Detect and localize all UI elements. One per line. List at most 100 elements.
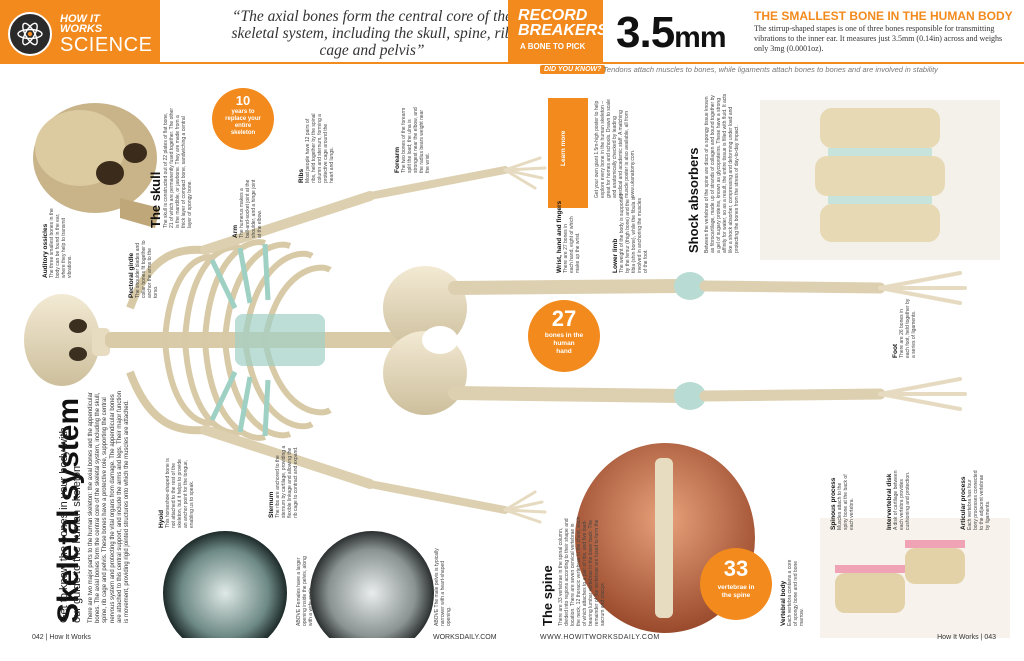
ribs-title: Ribs xyxy=(298,168,305,183)
learn-more-title: Learn more xyxy=(560,130,567,166)
learn-more-text: Get your own giant 1.5m-high poster to h… xyxy=(594,99,636,198)
intro-text: There are two major parts to the human s… xyxy=(88,390,131,623)
badge-10-line4: skeleton xyxy=(230,130,256,136)
vertebral-body-text: Each vertebra contains a core of spongy … xyxy=(787,559,805,626)
sternum xyxy=(235,314,325,366)
record-subtitle: A BONE TO PICK xyxy=(520,42,586,51)
skull-text: The skull is constructed out of 22 plate… xyxy=(163,108,193,228)
auditory-callout: Auditory ossicles The three smallest bon… xyxy=(42,203,73,278)
skeleton-spread: Skeletal system Get to know the bones in… xyxy=(0,78,1024,638)
article-subtitle-line1: Get to know the bones in your body with xyxy=(58,427,70,623)
female-pelvis-xray xyxy=(163,531,287,638)
magazine-logo: HOW IT WORKS xyxy=(60,13,103,35)
xray-female-caption-wrap: ABOVE Females have a larger opening insi… xyxy=(296,546,314,626)
lower-limb-callout: Lower limb The weight of the body is sup… xyxy=(612,193,649,273)
hyoid-title: Hyoid xyxy=(158,509,165,528)
disc-title: Intervertebral disk xyxy=(886,473,893,530)
pelvis xyxy=(383,266,467,415)
badge-33-number: 33 xyxy=(723,556,749,581)
page-header: HOW IT WORKS SCIENCE “The axial bones fo… xyxy=(0,0,1024,74)
article-subtitle-line2: our guide to the human skeleton xyxy=(71,465,83,623)
costal-cartilage xyxy=(209,243,271,437)
skeleton-skull xyxy=(24,294,110,386)
shock-callout-title: Shock absorbers xyxy=(686,148,701,254)
lower-limb-title: Lower limb xyxy=(612,238,619,273)
record-breakers-box: RECORD BREAKERS A BONE TO PICK xyxy=(508,0,608,62)
did-you-know-bar: DID YOU KNOW? Tendons attach muscles to … xyxy=(510,64,1024,78)
knees xyxy=(674,272,706,410)
articular-callout: Articular process Each vertebra has four… xyxy=(960,470,991,530)
footer-url-left: WORKSDAILY.COM xyxy=(433,634,497,641)
disc-text: A disk of cartilage between each vertebr… xyxy=(893,470,911,530)
record-figure: 3.5mm xyxy=(616,8,727,58)
articular-title: Articular process xyxy=(960,476,967,530)
rib-cage xyxy=(162,239,332,441)
wrist-text: There are 27 bones in each hand, eight o… xyxy=(563,216,581,273)
learn-more-title-wrap: Learn more xyxy=(560,131,567,166)
disc-callout: Intervertebral disk A disk of cartilage … xyxy=(886,470,911,530)
forearm-text: The two bones of the forearm split the l… xyxy=(401,107,431,173)
arm-callout: Arm The humerus makes a ball-and-socket … xyxy=(232,178,263,238)
badge-27-number: 27 xyxy=(551,306,577,331)
spine-callout: There are 33 vertebrae in the spinal col… xyxy=(558,516,606,626)
shock-callout: Between the vertebrae of the spine are d… xyxy=(704,93,740,253)
badge-10-line1: years to xyxy=(231,109,255,115)
arm-title: Arm xyxy=(232,224,239,238)
badge-33-line2: the spine xyxy=(721,592,751,599)
badge-33-vertebrae: 33 vertebrae in the spine xyxy=(700,548,772,620)
record-unit: mm xyxy=(674,21,726,54)
badge-27-line2: human xyxy=(553,340,575,347)
forearm-title: Forearm xyxy=(394,146,401,173)
did-you-know-text: Tendons attach muscles to bones, while l… xyxy=(603,65,938,74)
badge-10-line3: entire xyxy=(234,123,252,129)
fact-text: The stirrup-shaped stapes is one of thre… xyxy=(754,24,1003,53)
spine-text: There are 33 vertebrae in the spinal col… xyxy=(558,516,606,626)
lower-limb-text: The weight of the body is supported by t… xyxy=(619,193,649,273)
pectoral-girdle xyxy=(126,245,206,435)
tibias xyxy=(699,280,886,402)
page-footer: 042 | How It Works WORKSDAILY.COM WWW.HO… xyxy=(0,630,1024,661)
spinous-title: Spinous process xyxy=(830,477,837,530)
forearm-callout: Forearm The two bones of the forearm spl… xyxy=(394,103,431,173)
fact-title: THE SMALLEST BONE IN THE HUMAN BODY xyxy=(754,9,1013,23)
vertebral-body-title: Vertebral body xyxy=(780,580,787,626)
atom-icon xyxy=(8,12,52,56)
badge-10-years: 10 years to replace your entire skeleton xyxy=(212,88,274,150)
articular-text: Each vertebra has four bony processes co… xyxy=(967,470,991,530)
shock-title: Shock absorbers xyxy=(686,147,701,254)
femurs xyxy=(448,279,687,403)
sternum-text: The ribs are anchored to the sternum by … xyxy=(275,445,299,518)
footer-left: 042 | How It Works xyxy=(32,634,91,641)
badge-27-bones: 27 bones in the human hand xyxy=(528,300,600,372)
arm-text: The humerus makes a ball-and-socket join… xyxy=(239,179,263,238)
spinous-callout: Spinous process Muscles attach to the sp… xyxy=(830,470,855,530)
wrist-callout: Wrist, hand and fingers There are 27 bon… xyxy=(556,201,581,273)
article-subtitle-block: Get to know the bones in your body with … xyxy=(58,427,84,623)
did-you-know-label: DID YOU KNOW? xyxy=(540,65,606,74)
vertebral-body-callout: Vertebral body Each vertebra contains a … xyxy=(780,556,805,626)
badge-27-line3: hand xyxy=(556,348,572,355)
spine-callout-title: The spine xyxy=(540,565,555,626)
footer-url: WWW.HOWITWORKSDAILY.COM xyxy=(540,634,660,641)
auditory-text: The three smallest bones in the body can… xyxy=(49,208,73,278)
shock-text: Between the vertebrae of the spine are d… xyxy=(704,93,740,253)
forearms xyxy=(366,166,509,514)
pull-quote: “The axial bones form the central core o… xyxy=(231,8,513,59)
badge-27-line1: bones in the xyxy=(544,332,584,339)
foot-callout: Foot There are 26 bones in each foot, he… xyxy=(892,298,917,358)
foot-text: There are 26 bones in each foot, held to… xyxy=(899,298,917,358)
xray-female-caption: ABOVE Females have a larger opening insi… xyxy=(296,556,314,626)
sternum-callout: Sternum The ribs are anchored to the ste… xyxy=(268,443,299,518)
spine-title: The spine xyxy=(540,565,555,626)
pectoral-callout: Pectoral girdle The shoulder blades and … xyxy=(128,238,159,298)
spinous-text: Muscles attach to the spiny bone at the … xyxy=(837,474,855,530)
skeleton-illustration xyxy=(24,100,1010,638)
auditory-title: Auditory ossicles xyxy=(42,223,49,278)
vertebrae-closeup xyxy=(760,100,1000,260)
xray-male-caption-wrap: ABOVE The male pelvis is typically narro… xyxy=(434,546,452,626)
intro-block: There are two major parts to the human s… xyxy=(88,388,131,623)
sternum-title: Sternum xyxy=(268,491,275,518)
footer-right: How It Works | 043 xyxy=(937,634,996,641)
record-value: 3.5 xyxy=(616,8,675,57)
badge-10-number: 10 xyxy=(235,93,251,108)
